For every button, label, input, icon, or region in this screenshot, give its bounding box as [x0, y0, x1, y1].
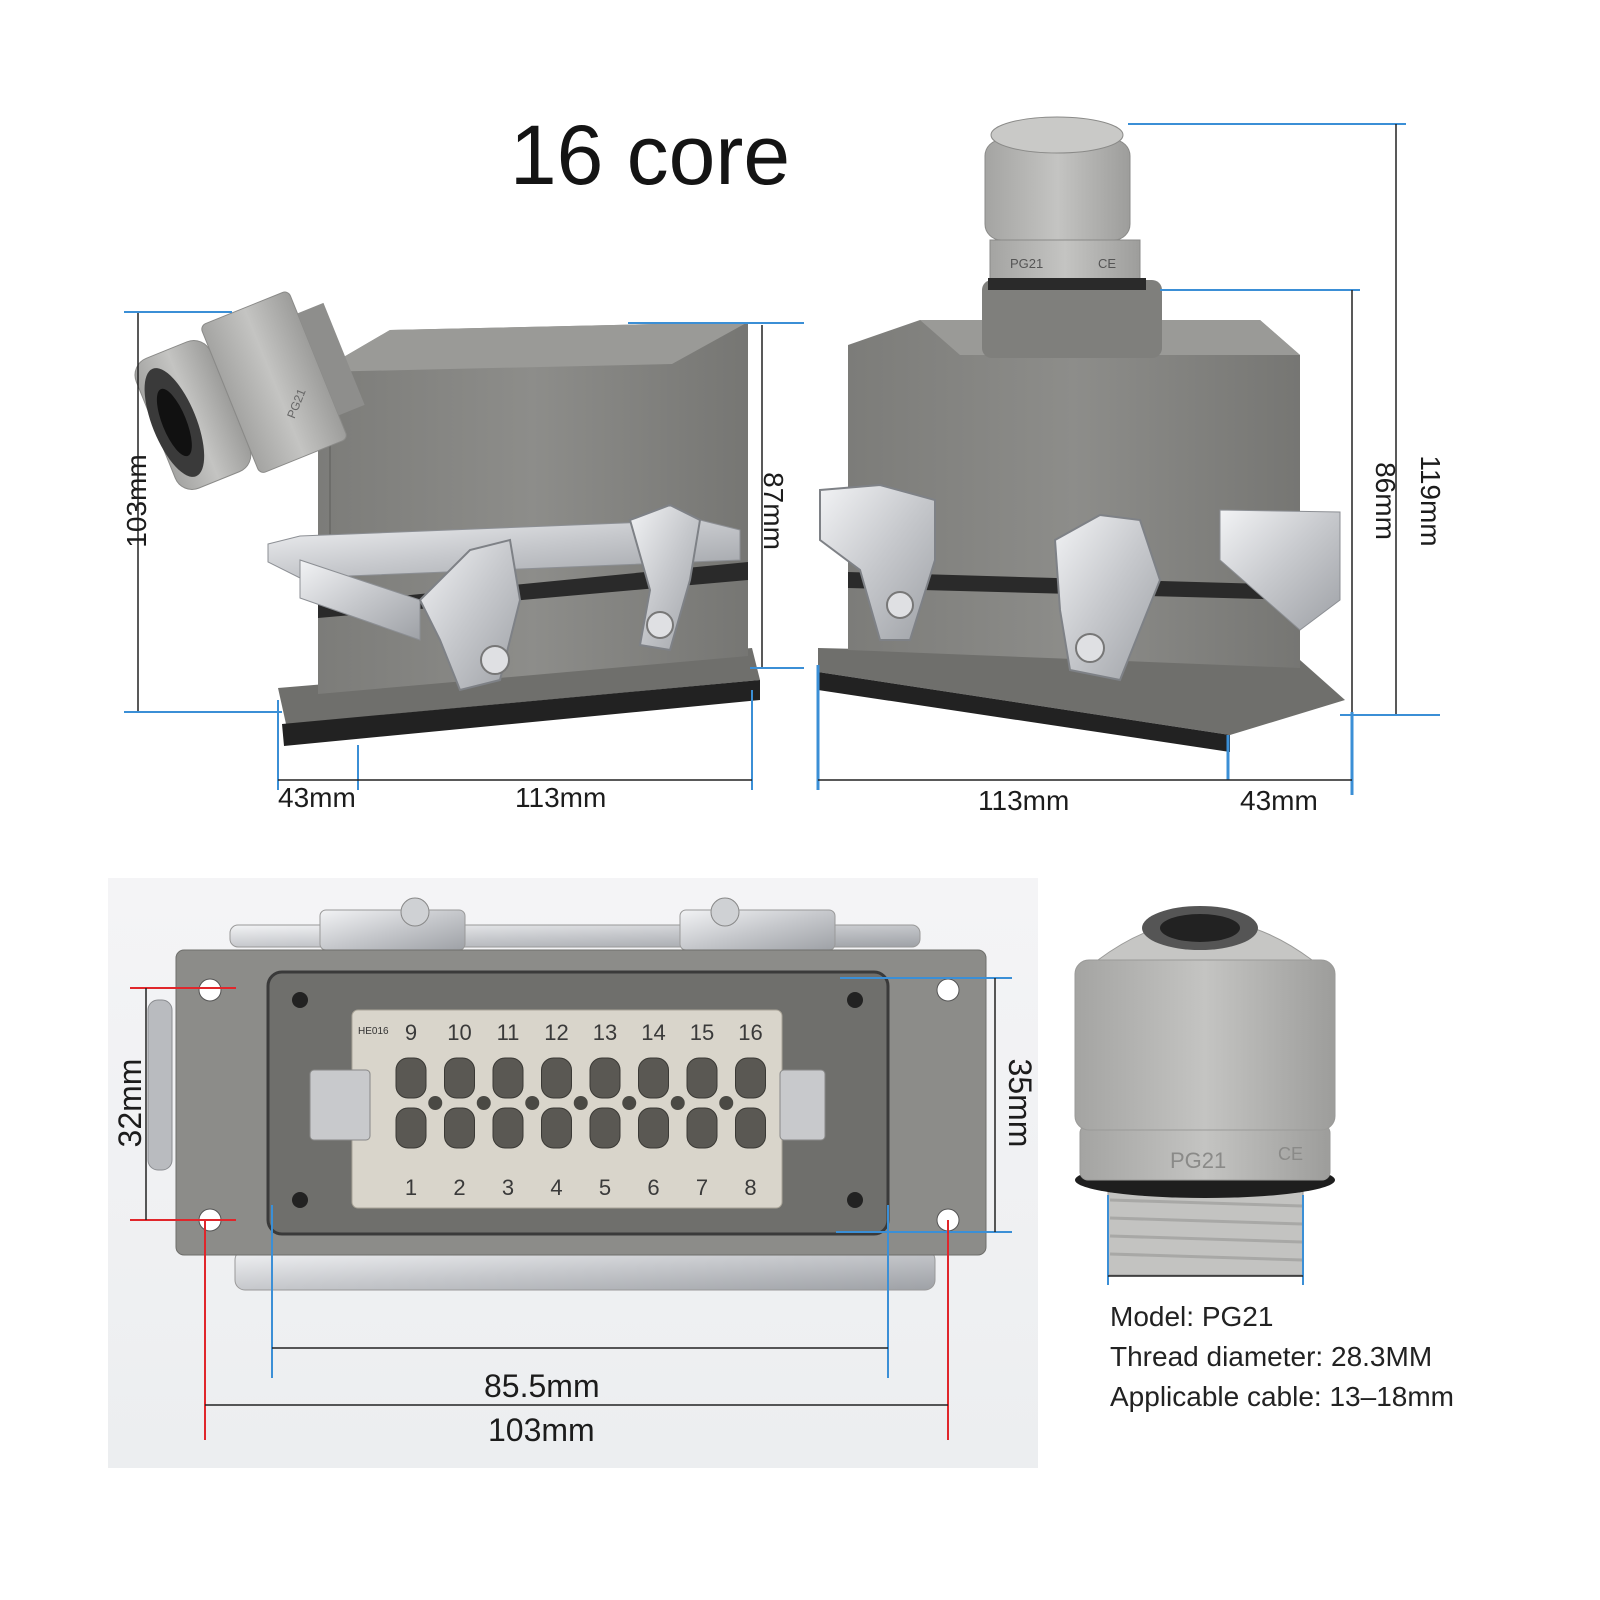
pin-socket-1	[395, 1107, 427, 1149]
insert-vent-hole	[622, 1096, 637, 1110]
hole-spacing-label: 32mm	[112, 1058, 148, 1148]
pin-number-16: 16	[738, 1020, 762, 1045]
ce-mark-top: CE	[1098, 256, 1116, 271]
gland-marking-top: PG21	[1010, 256, 1043, 271]
pin-number-7: 7	[696, 1175, 708, 1200]
pin-socket-3	[492, 1107, 524, 1149]
pin-socket-15	[686, 1057, 718, 1099]
pin-socket-4	[541, 1107, 572, 1149]
spec-thread-diameter: Thread diameter: 28.3MM	[1110, 1341, 1433, 1372]
pin-number-14: 14	[641, 1020, 665, 1045]
depth-label-right: 43mm	[1240, 785, 1318, 816]
insert-vent-hole	[670, 1096, 685, 1110]
pin-row-top: 9 10 11 12 13 14 15 16	[395, 1020, 766, 1099]
pin-socket-9	[395, 1057, 427, 1099]
pin-socket-12	[541, 1057, 572, 1099]
pin-number-1: 1	[405, 1175, 417, 1200]
pin-number-5: 5	[599, 1175, 611, 1200]
spec-applicable-cable: Applicable cable: 13–18mm	[1110, 1381, 1454, 1412]
pin-socket-16	[735, 1057, 766, 1099]
pin-number-8: 8	[744, 1175, 756, 1200]
height-label-87: 87mm	[758, 472, 789, 550]
top-entry-hood-view	[818, 116, 1345, 752]
gland-marking: PG21	[1170, 1148, 1226, 1173]
pin-socket-5	[589, 1107, 621, 1149]
height-label-119: 119mm	[1415, 455, 1446, 547]
pin-number-6: 6	[647, 1175, 659, 1200]
insert-vent-hole	[525, 1096, 540, 1110]
ce-mark: CE	[1278, 1144, 1303, 1164]
pin-socket-6	[638, 1107, 669, 1149]
pin-number-3: 3	[502, 1175, 514, 1200]
page-title: 16 core	[509, 108, 791, 202]
insert-vent-hole	[476, 1096, 491, 1110]
depth-label-left: 43mm	[278, 782, 356, 813]
pin-row-bottom: 1 2 3 4 5 6 7 8	[395, 1096, 766, 1200]
pin-socket-8	[735, 1107, 766, 1149]
insert-vent-hole	[719, 1096, 734, 1110]
cable-gland-view	[1074, 906, 1336, 1276]
opening-width-label: 85.5mm	[484, 1368, 600, 1404]
overall-width-label: 103mm	[488, 1412, 595, 1448]
pin-socket-10	[444, 1057, 475, 1099]
insert-marking: HE016	[358, 1026, 389, 1037]
pin-number-2: 2	[453, 1175, 465, 1200]
pin-socket-13	[589, 1057, 621, 1099]
pin-number-10: 10	[447, 1020, 471, 1045]
pin-socket-14	[638, 1057, 669, 1099]
pin-socket-11	[492, 1057, 524, 1099]
opening-height-label: 35mm	[1002, 1058, 1038, 1148]
pin-number-15: 15	[690, 1020, 714, 1045]
insert-vent-hole	[428, 1096, 443, 1110]
pin-number-13: 13	[593, 1020, 617, 1045]
width-label-left: 113mm	[515, 782, 607, 813]
pin-number-9: 9	[405, 1020, 417, 1045]
side-entry-hood-view	[134, 291, 760, 746]
dimension-lines	[124, 123, 1440, 1440]
pin-number-4: 4	[550, 1175, 562, 1200]
height-label-103: 103mm	[121, 454, 152, 548]
pin-number-11: 11	[497, 1020, 520, 1045]
height-label-86: 86mm	[1370, 462, 1401, 540]
insert-vent-hole	[573, 1096, 588, 1110]
pin-socket-2	[444, 1107, 475, 1149]
pin-number-12: 12	[544, 1020, 568, 1045]
width-label-right: 113mm	[978, 785, 1070, 816]
spec-model: Model: PG21	[1110, 1301, 1274, 1332]
pin-socket-7	[686, 1107, 718, 1149]
